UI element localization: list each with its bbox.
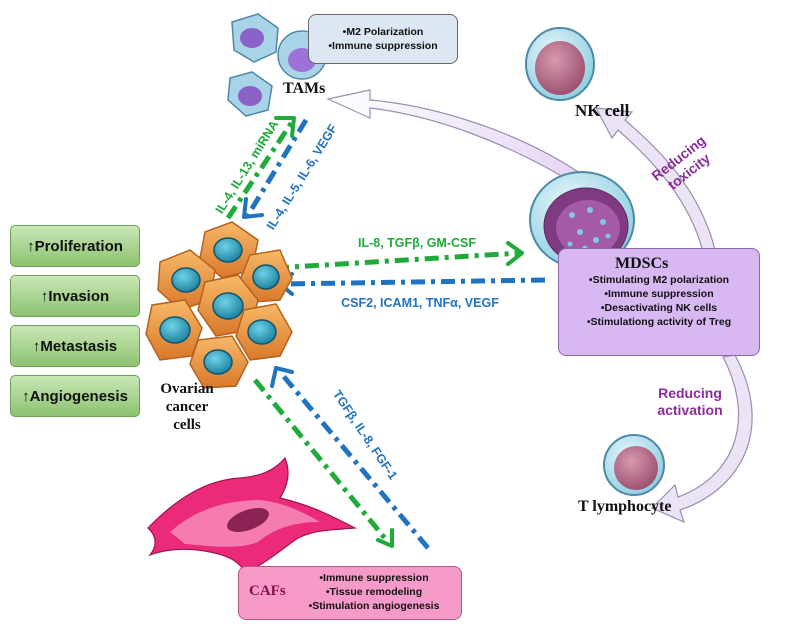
signal-label-from-mdsc: CSF2, ICAM1, TNFα, VEGF — [341, 296, 499, 310]
outcome-invasion: ↑Invasion — [10, 275, 140, 317]
mdsc-function-box: MDSCs Stimulating M2 polarization Immune… — [558, 248, 760, 356]
cafs-function-box: CAFs Immune suppression Tissue remodelin… — [238, 566, 462, 620]
outcome-proliferation: ↑Proliferation — [10, 225, 140, 267]
arrow-mdsc-to-cancer — [281, 277, 546, 287]
tams-title: TAMs — [283, 80, 326, 97]
cafs-bullet: Immune suppression — [289, 571, 459, 585]
t-lymphocyte-cell — [603, 434, 665, 496]
arrow-mdsc-to-tams — [326, 89, 591, 191]
ovarian-cancer-cluster — [145, 221, 293, 389]
tcell-effect-line: Reducing — [658, 385, 722, 401]
mdsc-bullet: Immune suppression — [559, 287, 759, 301]
arrow-cafs-to-cancer — [278, 370, 430, 550]
nk-cell — [525, 27, 595, 101]
tcell-title: T lymphocyte — [578, 498, 672, 515]
arrow-cancer-to-mdsc — [274, 250, 521, 271]
arrow-mdsc-to-tcell — [650, 354, 753, 524]
arrow-mdsc-to-nk — [594, 107, 716, 253]
nk-cell-title: NK cell — [575, 101, 630, 120]
ovarian-cancer-label: Ovarian cancer cells — [152, 380, 222, 434]
signal-arrows — [225, 118, 546, 550]
mdsc-bullet: Stimulating M2 polarization — [559, 273, 759, 287]
tcell-effect-line: activation — [657, 402, 723, 418]
ovarian-label-line: cancer — [165, 399, 209, 415]
outcome-angiogenesis: ↑Angiogenesis — [10, 375, 140, 417]
tams-bullet: Immune suppression — [309, 39, 457, 53]
ovarian-label-line: cells — [173, 417, 201, 433]
tams-bullet: M2 Polarization — [309, 25, 457, 39]
arrow-cancer-to-cafs — [253, 378, 390, 544]
tams-function-box: M2 Polarization Immune suppression — [308, 14, 458, 64]
cafs-title: CAFs — [249, 583, 286, 599]
mdsc-title: MDSCs — [615, 255, 669, 272]
signal-label-to-mdsc: IL-8, TGFβ, GM-CSF — [357, 236, 477, 250]
arrow-cancer-to-tams — [225, 120, 295, 220]
tcell-effect-label: Reducing activation — [645, 385, 735, 419]
ovarian-label-line: Ovarian — [160, 381, 214, 397]
mdsc-bullet: Stimulationg activity of Treg — [559, 315, 759, 329]
cafs-bullet: Stimulation angiogenesis — [289, 599, 459, 613]
outcome-metastasis: ↑Metastasis — [10, 325, 140, 367]
cafs-bullet: Tissue remodeling — [289, 585, 459, 599]
caf-cell — [147, 456, 358, 573]
mdsc-bullet: Desactivating NK cells — [559, 301, 759, 315]
mdsc-cell — [529, 171, 635, 269]
arrow-tams-to-cancer — [245, 118, 309, 217]
